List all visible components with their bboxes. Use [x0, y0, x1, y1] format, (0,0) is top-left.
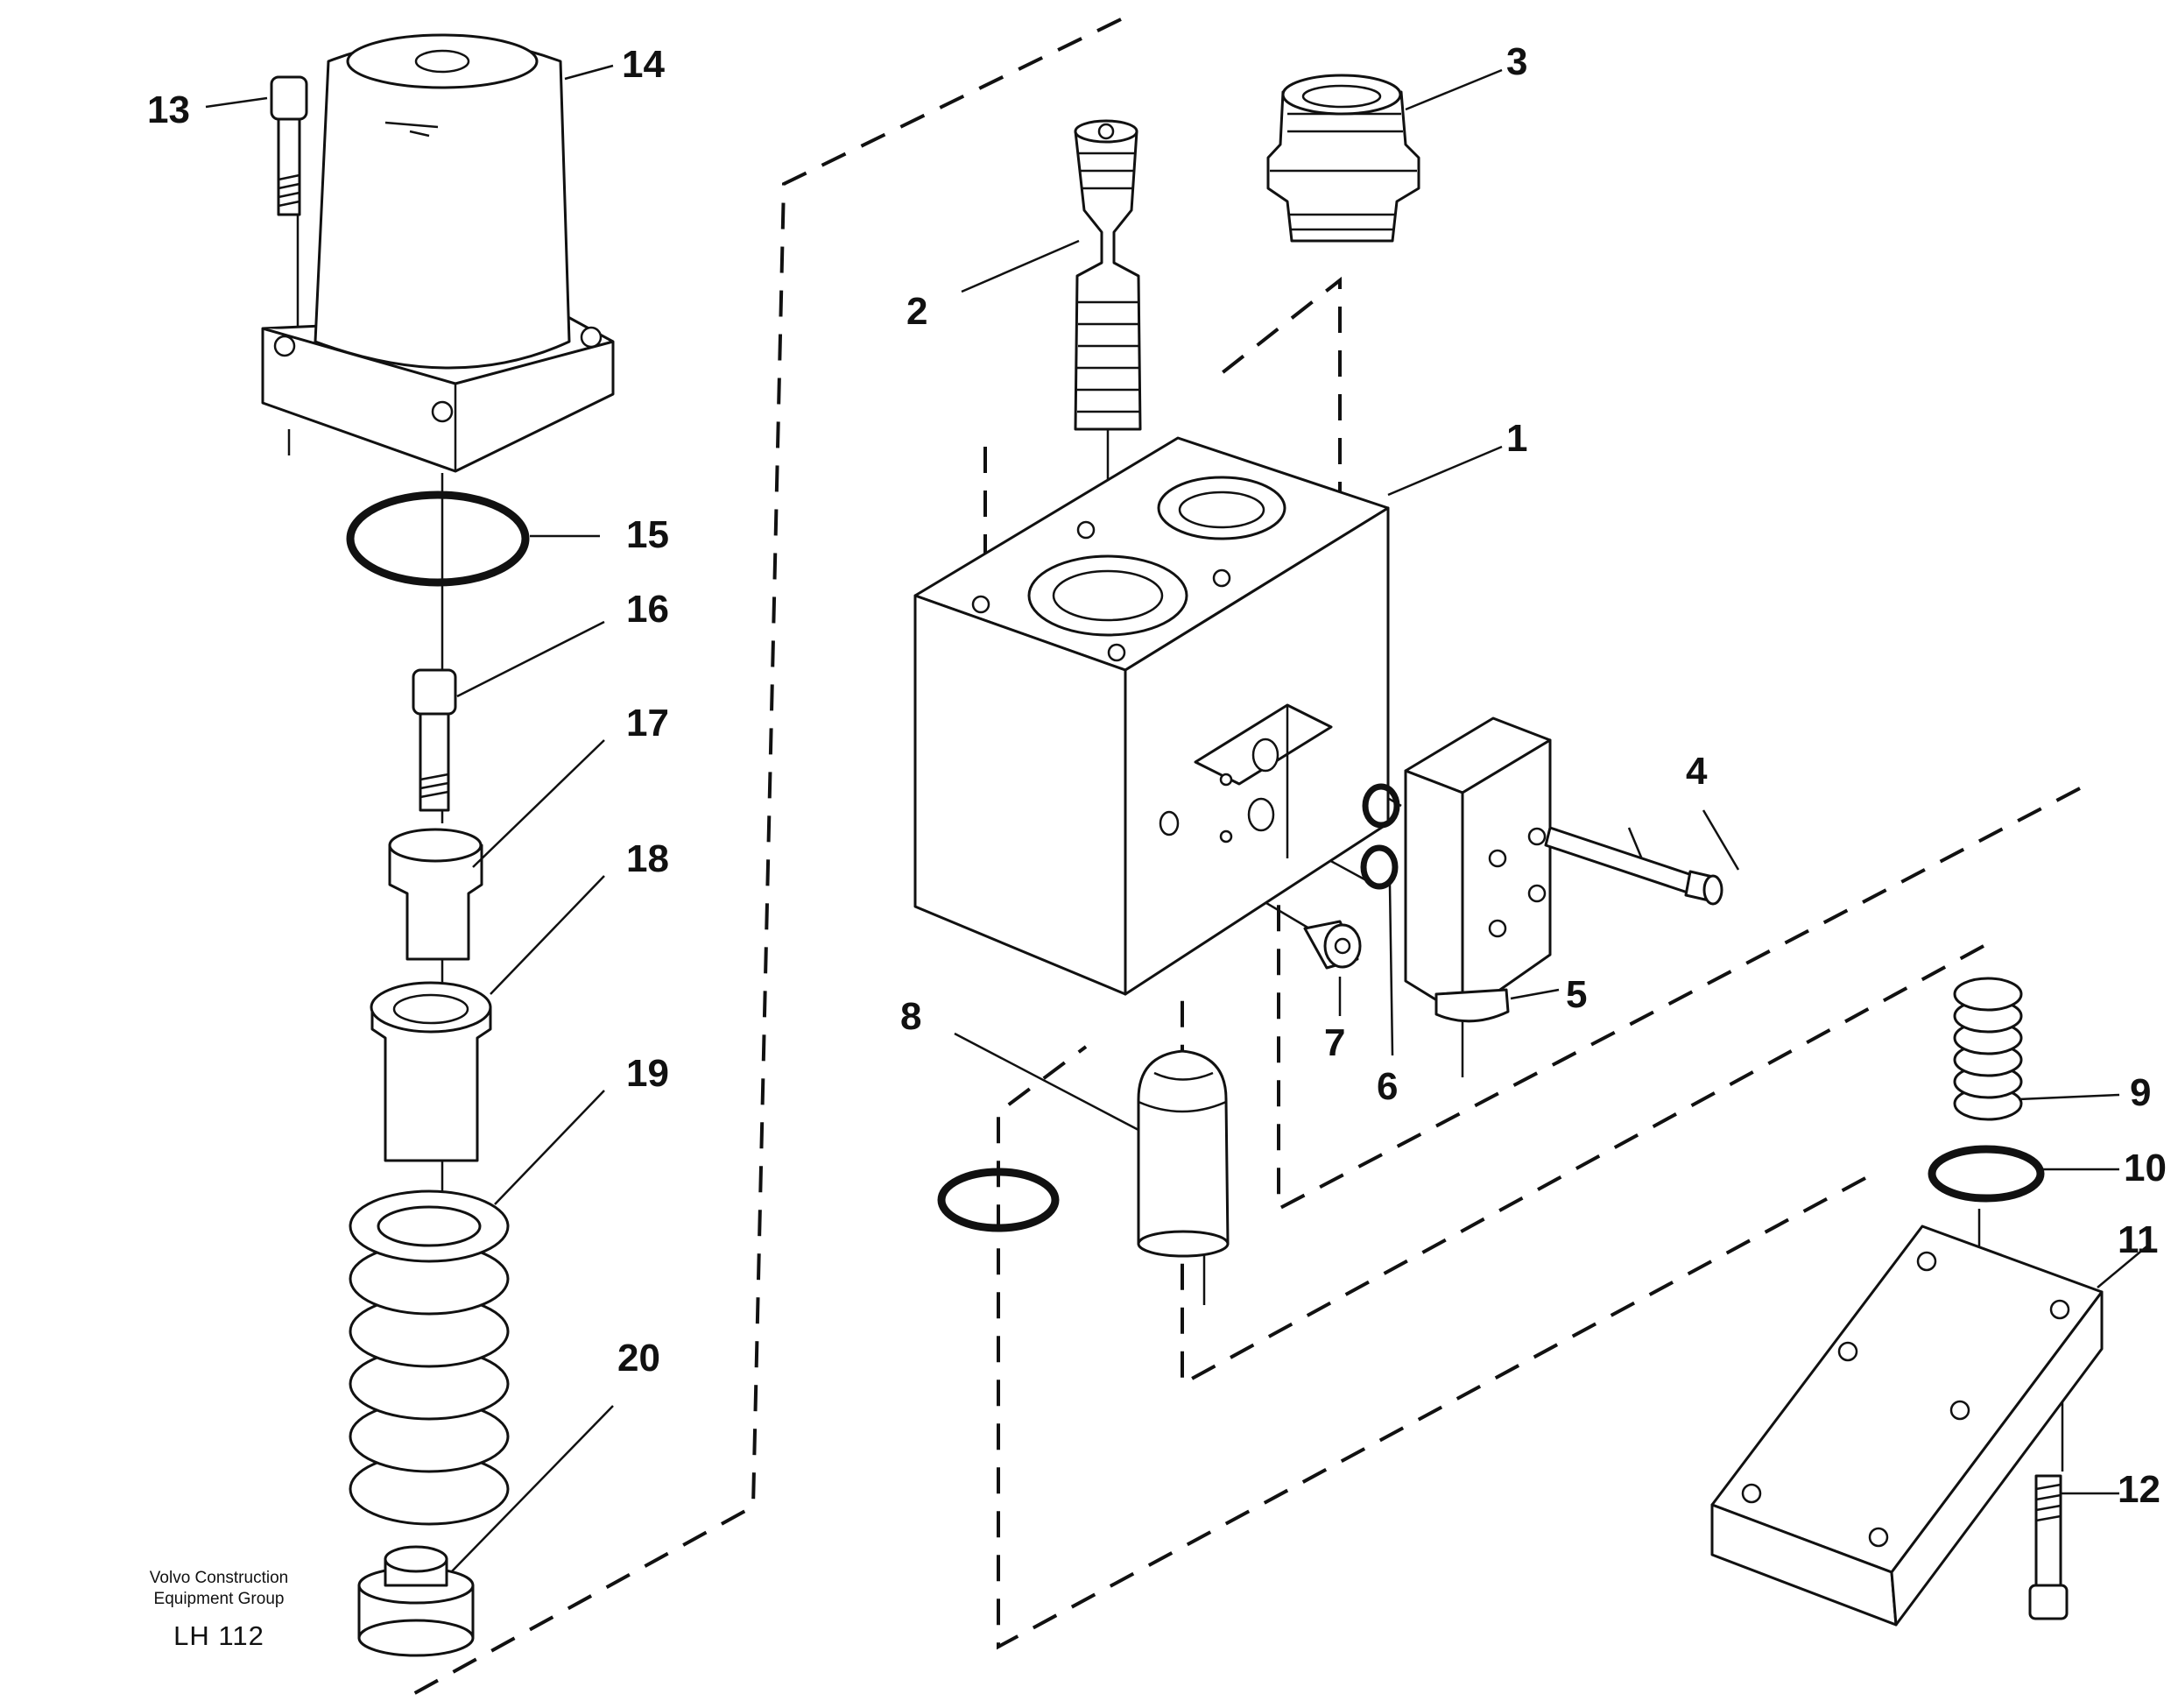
- callout-9: 9: [2130, 1071, 2151, 1114]
- credit-line-1: Volvo Construction: [149, 1569, 289, 1587]
- callout-15: 15: [626, 513, 669, 556]
- callout-17: 17: [626, 702, 669, 745]
- part-20-spring-seat: [357, 1545, 475, 1657]
- callout-20: 20: [617, 1337, 660, 1380]
- callout-2: 2: [906, 290, 927, 333]
- callout-8: 8: [900, 995, 921, 1038]
- callout-10: 10: [2124, 1147, 2167, 1189]
- part-5-solenoid-block: [1404, 716, 1552, 1023]
- part-4-bolt: [1544, 826, 1723, 906]
- part-1-valve-body: [913, 436, 1390, 996]
- callout-12: 12: [2118, 1468, 2160, 1511]
- part-16-screw: [412, 668, 457, 812]
- publisher-credit: Volvo Construction Equipment Group LH 11…: [131, 1568, 307, 1652]
- diagram-code: LH 112: [173, 1620, 264, 1651]
- part-6-o-rings: [1360, 783, 1400, 890]
- part-13-cap-screw: [270, 75, 308, 216]
- part-14-housing: [261, 33, 615, 473]
- callout-6: 6: [1377, 1065, 1398, 1108]
- callout-7: 7: [1324, 1021, 1345, 1064]
- callout-18: 18: [626, 837, 669, 880]
- part-9-spring: [1953, 977, 2023, 1121]
- part-8-o-ring: [937, 1168, 1060, 1232]
- callout-19: 19: [626, 1052, 669, 1095]
- part-11-cover-plate: [1710, 1225, 2104, 1627]
- part-7-plug: [1303, 920, 1362, 970]
- part-15-o-ring: [346, 491, 530, 587]
- part-19-spring: [349, 1189, 510, 1526]
- part-2-valve-spool: [1074, 119, 1142, 431]
- part-17-bushing: [388, 828, 483, 961]
- part-3-fitting: [1266, 74, 1420, 243]
- part-18-sleeve: [370, 981, 492, 1162]
- leader-lines: [205, 64, 2151, 1573]
- callout-13: 13: [147, 88, 190, 131]
- credit-line-2: Equipment Group: [153, 1590, 285, 1608]
- part-10-o-ring: [1928, 1145, 2045, 1203]
- callout-16: 16: [626, 588, 669, 631]
- callout-labels: 1 2 3 4 5 6 7 8 9 10 11 12 13 14 15 16 1…: [147, 40, 2167, 1511]
- callout-11: 11: [2118, 1218, 2159, 1261]
- callout-3: 3: [1506, 40, 1527, 83]
- callout-14: 14: [622, 43, 665, 86]
- callout-1: 1: [1506, 417, 1527, 460]
- part-8-piston: [1137, 1049, 1230, 1258]
- callout-4: 4: [1686, 750, 1708, 793]
- part-12-bolt: [2028, 1474, 2069, 1620]
- callout-5: 5: [1566, 973, 1587, 1016]
